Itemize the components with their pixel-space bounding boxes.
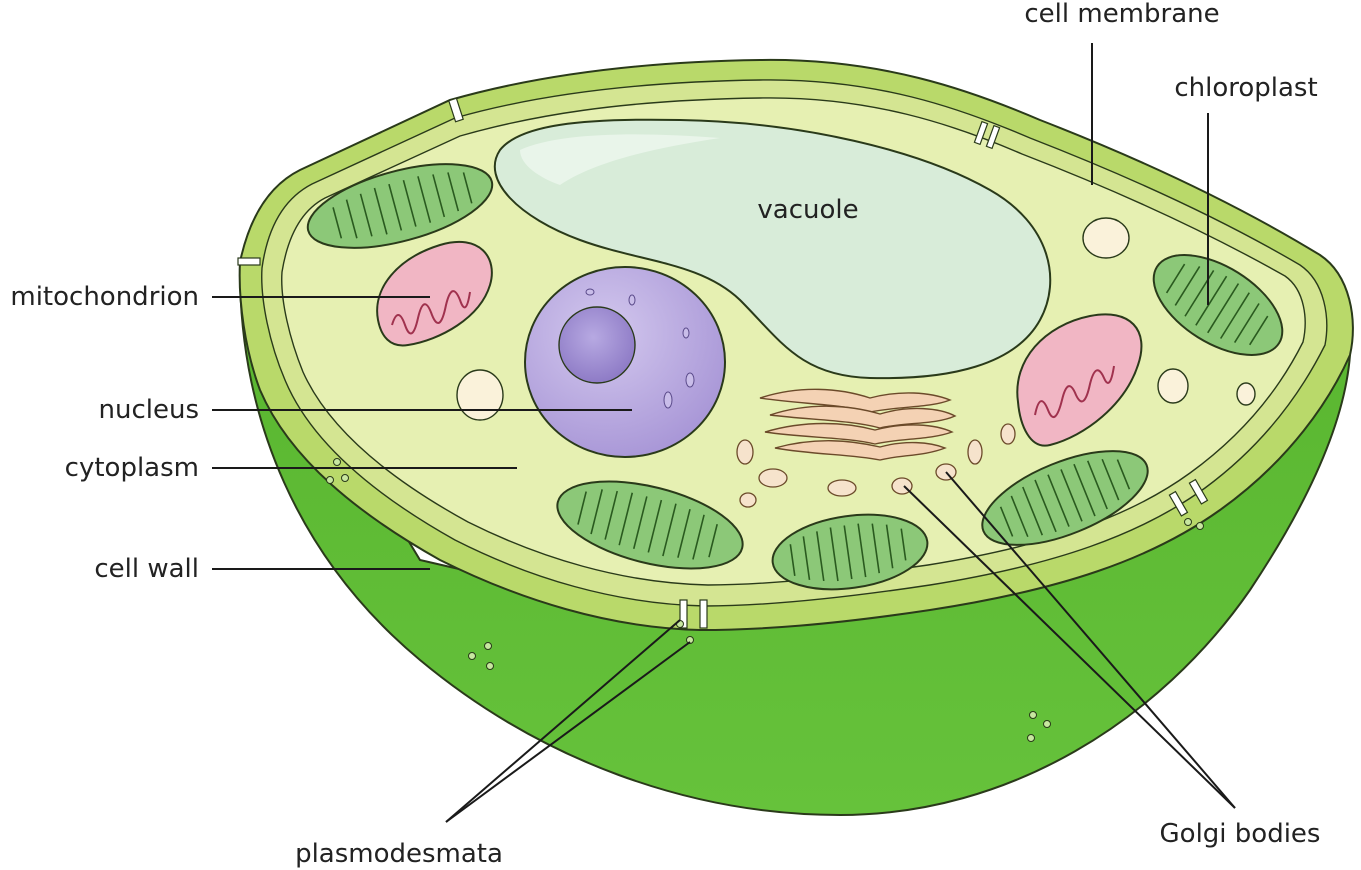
mitochondrion-left	[376, 240, 493, 347]
label-cell-wall: cell wall	[94, 554, 199, 584]
label-golgi-bodies: Golgi bodies	[1160, 819, 1321, 849]
chloroplast-right	[1152, 254, 1284, 356]
leader-golgi-1	[903, 485, 1236, 809]
label-chloroplast: chloroplast	[1174, 73, 1317, 103]
label-cell-membrane: cell membrane	[1024, 0, 1219, 29]
leader-plasmodesmata-2	[445, 641, 691, 823]
label-cytoplasm: cytoplasm	[65, 453, 199, 483]
cell-wall-body	[238, 258, 1352, 817]
vacuole-highlight	[520, 134, 720, 185]
storage-granules	[456, 217, 1256, 421]
leader-lines	[212, 43, 1236, 823]
vacuole	[493, 118, 1052, 380]
mitochondrion-right	[1016, 313, 1143, 447]
chloroplast-bottom-middle	[771, 513, 929, 591]
leader-plasmodesmata-1	[445, 619, 681, 823]
wall-pits	[326, 458, 1204, 742]
chloroplast-bottom-left	[556, 480, 744, 570]
nuclear-pores	[585, 288, 695, 409]
nucleolus	[558, 306, 636, 384]
chloroplast-top-left	[306, 163, 494, 249]
golgi-body-stack	[759, 388, 957, 461]
label-vacuole: vacuole	[757, 195, 858, 225]
label-mitochondrion: mitochondrion	[10, 282, 199, 312]
leader-golgi-2	[945, 471, 1236, 809]
label-nucleus: nucleus	[99, 395, 200, 425]
rim-plasmodesmata	[237, 97, 1209, 629]
chloroplast-bottom-right	[981, 450, 1149, 546]
label-plasmodesmata: plasmodesmata	[295, 839, 503, 869]
